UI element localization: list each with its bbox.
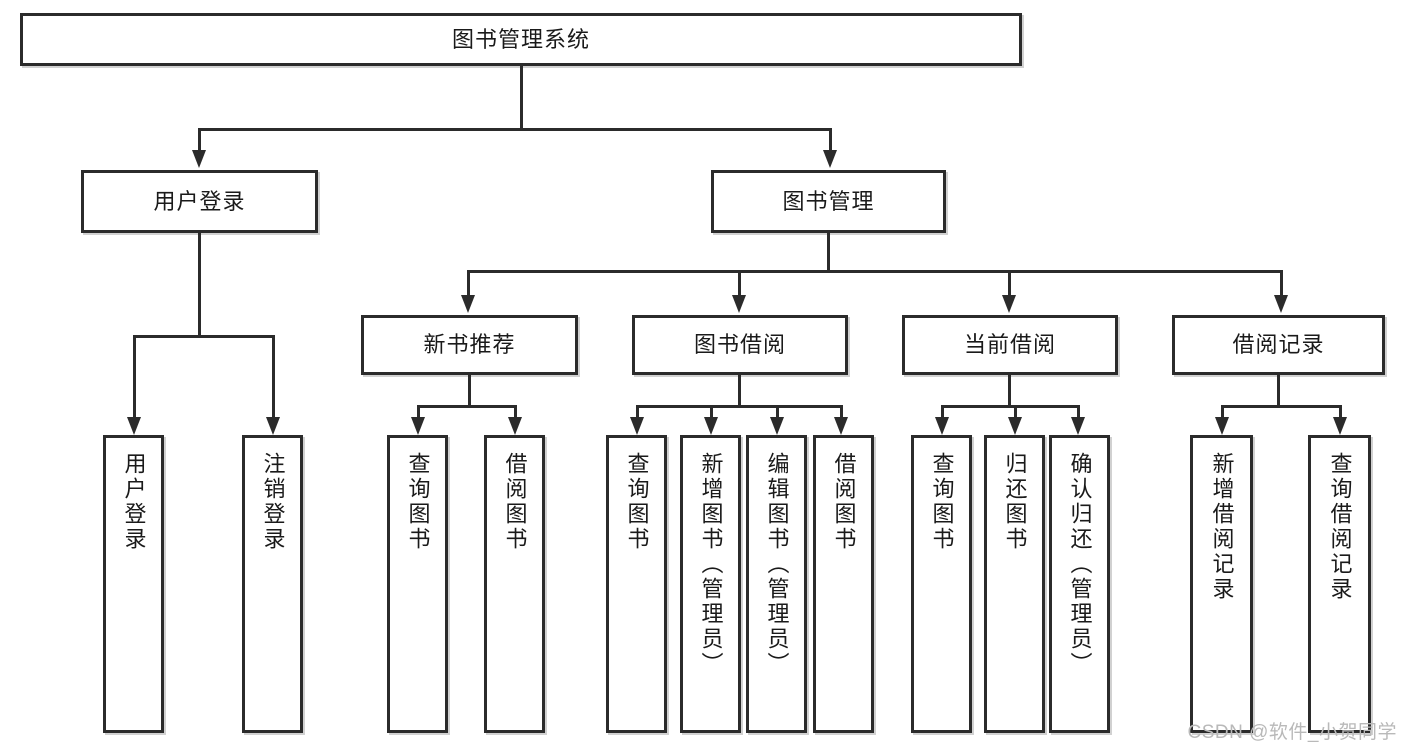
connector-book-borrow-drop-2 bbox=[776, 405, 779, 417]
node-label: 归还图书 bbox=[1002, 452, 1028, 552]
leaf-query-book-current[interactable]: 查询图书 bbox=[911, 435, 972, 733]
connector-book-borrow-bus bbox=[636, 405, 843, 408]
arrow-to-leaf-user-login bbox=[127, 417, 141, 435]
node-label: 查询图书 bbox=[624, 452, 650, 552]
node-label: 图书借阅 bbox=[693, 332, 786, 358]
leaf-logout[interactable]: 注销登录 bbox=[242, 435, 303, 733]
connector-new-book-stem bbox=[468, 375, 471, 405]
arrow-to-new-book bbox=[461, 295, 475, 313]
connector-borrow-record-bus bbox=[1221, 405, 1342, 408]
connector-current-borrow-drop-2 bbox=[1077, 405, 1080, 417]
connector-new-book-bus bbox=[417, 405, 517, 408]
leaf-return-book[interactable]: 归还图书 bbox=[984, 435, 1045, 733]
node-current-borrow[interactable]: 当前借阅 bbox=[902, 315, 1118, 375]
leaf-query-borrow-record[interactable]: 查询借阅记录 bbox=[1308, 435, 1371, 733]
leaf-borrow-book[interactable]: 借阅图书 bbox=[813, 435, 874, 733]
connector-level2-drop-right bbox=[829, 128, 832, 150]
arrow-to-leaf-edit-book bbox=[770, 417, 784, 435]
arrow-to-leaf-logout bbox=[266, 417, 280, 435]
connector-new-book-drop-1 bbox=[514, 405, 517, 417]
node-book-borrow[interactable]: 图书借阅 bbox=[632, 315, 848, 375]
node-label: 图书管理 bbox=[782, 188, 875, 214]
connector-current-borrow-drop-0 bbox=[941, 405, 944, 417]
connector-current-borrow-stem bbox=[1008, 375, 1011, 405]
connector-level3-drop-3 bbox=[1280, 270, 1283, 295]
arrow-to-borrow-record bbox=[1274, 295, 1288, 313]
connector-borrow-record-drop-0 bbox=[1221, 405, 1224, 417]
node-label: 确认归还（管理员） bbox=[1067, 452, 1093, 677]
connector-book-borrow-drop-0 bbox=[636, 405, 639, 417]
connector-user-login-drop-0 bbox=[133, 335, 136, 417]
node-label: 当前借阅 bbox=[963, 332, 1056, 358]
arrow-to-book-borrow bbox=[732, 295, 746, 313]
leaf-borrow-book-new[interactable]: 借阅图书 bbox=[484, 435, 545, 733]
node-label: 用户登录 bbox=[153, 188, 246, 214]
connector-level3-bus bbox=[467, 270, 1283, 273]
connector-user-login-stem bbox=[198, 233, 201, 335]
leaf-confirm-return-admin[interactable]: 确认归还（管理员） bbox=[1049, 435, 1110, 733]
connector-user-login-bus bbox=[133, 335, 275, 338]
arrow-to-leaf-query-book-3 bbox=[935, 417, 949, 435]
arrow-to-leaf-query-book-1 bbox=[411, 417, 425, 435]
arrow-to-leaf-confirm-return bbox=[1071, 417, 1085, 435]
connector-borrow-record-stem bbox=[1277, 375, 1280, 405]
arrow-to-leaf-add-record bbox=[1215, 417, 1229, 435]
leaf-query-book-borrow[interactable]: 查询图书 bbox=[606, 435, 667, 733]
leaf-user-login[interactable]: 用户登录 bbox=[103, 435, 164, 733]
connector-new-book-drop-0 bbox=[417, 405, 420, 417]
arrow-to-leaf-borrow-book-2 bbox=[834, 417, 848, 435]
arrow-to-leaf-query-record bbox=[1333, 417, 1347, 435]
node-label: 借阅图书 bbox=[831, 452, 857, 552]
connector-level2-bus bbox=[198, 128, 832, 131]
node-label: 新增图书（管理员） bbox=[698, 452, 724, 677]
connector-user-login-drop-1 bbox=[272, 335, 275, 417]
node-label: 编辑图书（管理员） bbox=[764, 452, 790, 677]
leaf-add-book-admin[interactable]: 新增图书（管理员） bbox=[680, 435, 741, 733]
node-label: 新书推荐 bbox=[423, 332, 516, 358]
leaf-edit-book-admin[interactable]: 编辑图书（管理员） bbox=[746, 435, 807, 733]
node-label: 图书管理系统 bbox=[451, 26, 590, 52]
arrow-to-leaf-query-book-2 bbox=[630, 417, 644, 435]
connector-current-borrow-drop-1 bbox=[1014, 405, 1017, 417]
connector-root-stem bbox=[520, 66, 523, 128]
node-label: 查询图书 bbox=[405, 452, 431, 552]
connector-level3-drop-1 bbox=[738, 270, 741, 295]
arrow-to-leaf-add-book bbox=[704, 417, 718, 435]
arrow-to-book-manage bbox=[823, 150, 837, 168]
connector-book-borrow-drop-1 bbox=[710, 405, 713, 417]
node-root-system[interactable]: 图书管理系统 bbox=[20, 13, 1022, 66]
node-user-login[interactable]: 用户登录 bbox=[81, 170, 318, 233]
node-new-book-recommend[interactable]: 新书推荐 bbox=[361, 315, 578, 375]
connector-level3-drop-2 bbox=[1008, 270, 1011, 295]
leaf-query-book-new[interactable]: 查询图书 bbox=[387, 435, 448, 733]
node-label: 用户登录 bbox=[121, 452, 147, 552]
node-label: 借阅图书 bbox=[502, 452, 528, 552]
node-label: 借阅记录 bbox=[1232, 332, 1325, 358]
node-label: 新增借阅记录 bbox=[1209, 452, 1235, 602]
arrow-to-current-borrow bbox=[1002, 295, 1016, 313]
connector-book-manage-stem bbox=[827, 233, 830, 270]
connector-current-borrow-bus bbox=[941, 405, 1080, 408]
node-label: 查询借阅记录 bbox=[1327, 452, 1353, 602]
node-book-manage[interactable]: 图书管理 bbox=[711, 170, 946, 233]
connector-book-borrow-stem bbox=[738, 375, 741, 405]
watermark: CSDN @软件_小贺同学 bbox=[1187, 722, 1397, 743]
node-label: 注销登录 bbox=[260, 452, 286, 552]
connector-level2-drop-left bbox=[198, 128, 201, 150]
connector-book-borrow-drop-3 bbox=[840, 405, 843, 417]
connector-borrow-record-drop-1 bbox=[1339, 405, 1342, 417]
leaf-add-borrow-record[interactable]: 新增借阅记录 bbox=[1190, 435, 1253, 733]
node-borrow-record[interactable]: 借阅记录 bbox=[1172, 315, 1385, 375]
node-label: 查询图书 bbox=[929, 452, 955, 552]
connector-level3-drop-0 bbox=[467, 270, 470, 295]
arrow-to-user-login bbox=[192, 150, 206, 168]
arrow-to-leaf-return-book bbox=[1008, 417, 1022, 435]
arrow-to-leaf-borrow-book-1 bbox=[508, 417, 522, 435]
